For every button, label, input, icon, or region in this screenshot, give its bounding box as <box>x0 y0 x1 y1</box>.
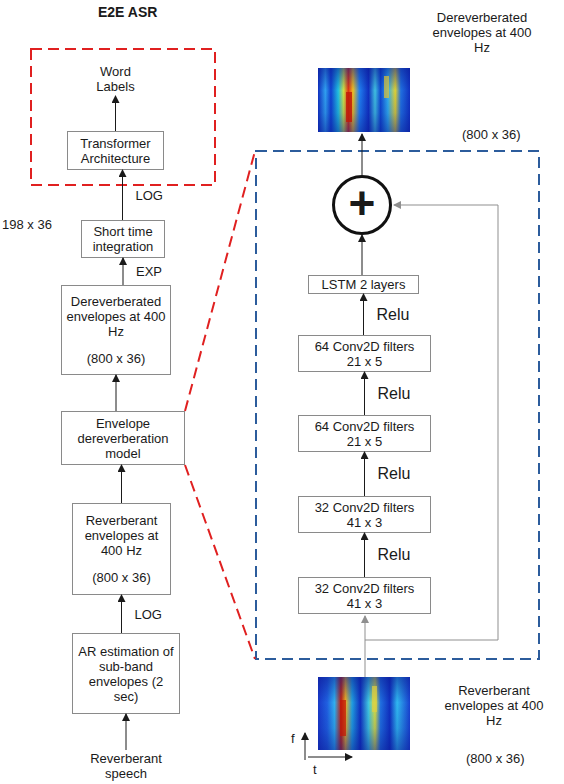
edge-label: EXP <box>136 264 162 279</box>
input-arrow <box>365 616 366 677</box>
node-text: LSTM 2 layers <box>322 277 406 292</box>
zoom-line <box>185 465 255 659</box>
process-box: AR estimation of sub-band envelopes (2 s… <box>72 633 180 714</box>
node-content: 32 Conv2D filters41 x 3 <box>299 497 430 532</box>
node-text: (800 x 36) <box>92 570 151 585</box>
node-content: Short time integration <box>82 221 164 257</box>
output-spectrogram <box>318 68 410 132</box>
output-text: Word Labels <box>67 62 164 96</box>
layer-box: 64 Conv2D filters21 x 5 <box>298 415 431 452</box>
node-text: Reverberant envelopes at 400 Hz <box>79 513 165 558</box>
connector-arrow <box>121 465 122 503</box>
text-label: (800 x 36) <box>466 751 546 766</box>
text-label: (800 x 36) <box>462 127 542 142</box>
edge-label: LOG <box>136 188 163 203</box>
node-text: Transformer Architecture <box>73 136 159 166</box>
node-text: 21 x 5 <box>347 354 382 369</box>
node-text: 32 Conv2D filters <box>315 581 415 596</box>
node-text: 41 x 3 <box>347 515 382 530</box>
connector-arrow <box>364 533 365 577</box>
data-box: Dereverberated envelopes at 400 Hz (800 x… <box>61 285 171 375</box>
connector-arrow <box>364 372 365 415</box>
input-spectrogram <box>318 677 410 750</box>
connector-arrow <box>115 96 116 131</box>
node-content: Reverberant speech <box>72 750 180 782</box>
node-text: AR estimation of sub-band envelopes (2 s… <box>78 644 174 704</box>
text-label: 198 x 36 <box>2 217 66 232</box>
connector-arrow <box>122 170 123 220</box>
node-content: Envelope dereverberation model <box>62 412 184 464</box>
text-label: t <box>313 762 325 777</box>
text-label: Reverberant envelopes at 400 Hz <box>444 683 544 728</box>
time-axis <box>308 757 352 758</box>
connector-arrow <box>362 235 363 275</box>
zoom-line <box>185 151 255 411</box>
node-content: Reverberant envelopes at 400 Hz (800 x 36… <box>73 504 170 594</box>
sum-circle: + <box>332 175 392 235</box>
node-text: 64 Conv2D filters <box>315 339 415 354</box>
node-content: 64 Conv2D filters21 x 5 <box>299 336 430 371</box>
layer-box: 32 Conv2D filters41 x 3 <box>298 496 431 533</box>
node-content: Word Labels <box>67 62 164 96</box>
edge-label: Relu <box>378 385 411 403</box>
node-text: 64 Conv2D filters <box>315 419 415 434</box>
node-text: (800 x 36) <box>87 351 146 366</box>
node-content: LSTM 2 layers <box>309 276 418 293</box>
node-content: + <box>332 175 392 235</box>
edge-label: Relu <box>377 306 410 324</box>
connector-arrow <box>126 714 127 750</box>
freq-axis <box>305 733 306 760</box>
connector-arrow <box>364 452 365 496</box>
node-text: + <box>349 180 376 226</box>
node-content: 32 Conv2D filters41 x 3 <box>299 578 430 613</box>
edge-label: Relu <box>378 546 411 564</box>
dashed-rect <box>31 49 215 185</box>
connector-arrow <box>363 294 364 335</box>
node-text: 41 x 3 <box>347 596 382 611</box>
node-content: 64 Conv2D filters21 x 5 <box>299 416 430 451</box>
text-label: Dereverberated envelopes at 400 Hz <box>426 10 538 55</box>
circle-shape <box>334 177 391 234</box>
edge-label: Relu <box>378 465 411 483</box>
zoom-region: Word LabelsTransformer Architecture <box>30 48 216 186</box>
edge-label: LOG <box>135 607 162 622</box>
input-text: Reverberant speech <box>72 750 180 782</box>
data-box: Reverberant envelopes at 400 Hz (800 x 36… <box>72 503 171 595</box>
model-detail: +LSTM 2 layers64 Conv2D filters21 x 564 … <box>255 150 540 660</box>
diagram-title: E2E ASR <box>98 5 157 20</box>
output-arrow <box>362 134 363 175</box>
node-text: Envelope dereverberation model <box>71 416 175 461</box>
connector-arrow <box>116 375 117 411</box>
process-box: Short time integration <box>81 220 165 258</box>
node-text: Short time integration <box>85 224 161 254</box>
node-content: Transformer Architecture <box>68 132 163 169</box>
connector-arrow <box>121 595 122 633</box>
process-box: Transformer Architecture <box>67 131 164 170</box>
node-content: AR estimation of sub-band envelopes (2 s… <box>73 634 179 713</box>
connector-arrow <box>123 258 124 285</box>
dashed-rect <box>256 151 539 659</box>
node-text: 21 x 5 <box>347 434 382 449</box>
text-label: f <box>291 731 303 746</box>
node-text: Reverberant speech <box>81 751 171 781</box>
layer-box: 32 Conv2D filters41 x 3 <box>298 577 431 614</box>
layer-box: 64 Conv2D filters21 x 5 <box>298 335 431 372</box>
node-content: Dereverberated envelopes at 400 Hz (800 x… <box>62 286 170 374</box>
node-text: Word Labels <box>86 64 146 94</box>
node-text: Dereverberated envelopes at 400 Hz <box>66 294 166 339</box>
layer-box: LSTM 2 layers <box>308 275 419 294</box>
node-text: 32 Conv2D filters <box>315 500 415 515</box>
model-box: Envelope dereverberation model <box>61 411 185 465</box>
